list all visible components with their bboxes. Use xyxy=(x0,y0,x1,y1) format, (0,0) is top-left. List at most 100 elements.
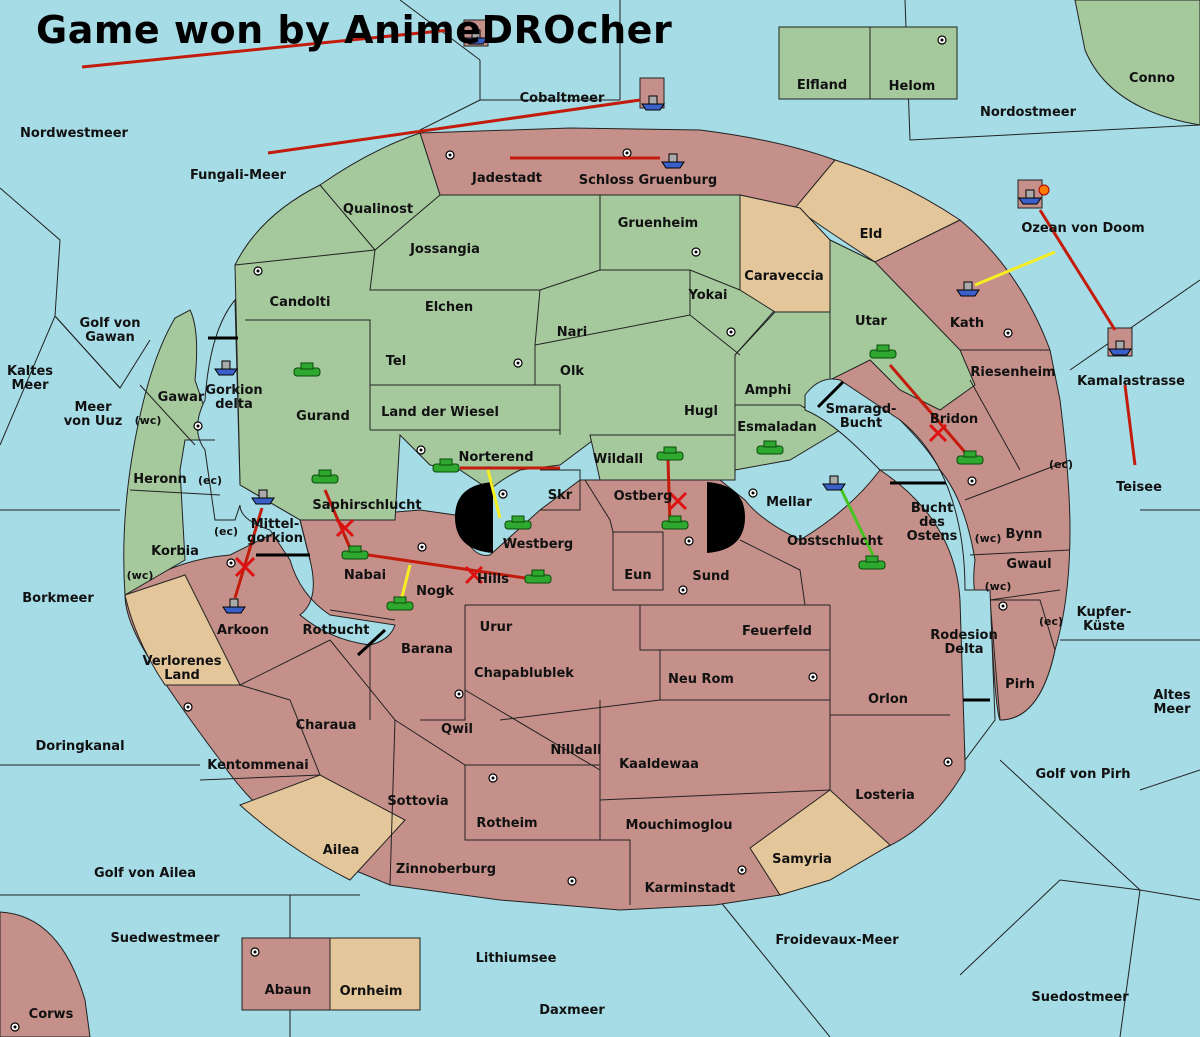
label-hills: Hills xyxy=(477,572,509,587)
region-corws[interactable] xyxy=(0,911,91,1037)
label-orlon: Orlon xyxy=(868,692,908,707)
region-elfland[interactable] xyxy=(778,26,871,100)
explosion-icon xyxy=(1038,184,1050,196)
label-losteria: Losteria xyxy=(855,788,915,803)
label-smaragd: Smaragd-Bucht xyxy=(826,402,897,431)
label-nordostmeer: Nordostmeer xyxy=(980,105,1077,120)
label-froidevaux: Froidevaux-Meer xyxy=(775,933,899,948)
region-gawar-korbia[interactable] xyxy=(123,309,216,596)
order-arrows xyxy=(81,28,1137,702)
label-feuerfeld: Feuerfeld xyxy=(742,624,812,639)
label-qwil: Qwil xyxy=(441,722,473,737)
label-abaun: Abaun xyxy=(265,983,312,998)
army-icon xyxy=(311,469,339,484)
label-olk: Olk xyxy=(560,364,585,379)
label-nari: Nari xyxy=(557,325,588,340)
label-zinnoberburg: Zinnoberburg xyxy=(396,862,496,877)
fleet-icon xyxy=(214,360,238,376)
region-ornheim[interactable] xyxy=(329,937,421,1011)
army-icon xyxy=(432,458,460,473)
label-kamalastrasse: Kamalastrasse xyxy=(1077,374,1185,389)
coast-ec: (ec) xyxy=(1039,615,1063,628)
label-rotbucht: Rotbucht xyxy=(303,623,370,638)
label-skr: Skr xyxy=(548,488,573,503)
land-borders xyxy=(129,184,1071,905)
label-urur: Urur xyxy=(480,620,513,635)
label-gwaul: Gwaul xyxy=(1006,557,1051,572)
label-karminstadt: Karminstadt xyxy=(645,881,736,896)
label-samyria: Samyria xyxy=(772,852,832,867)
army-icon xyxy=(858,555,886,570)
fleet-icon xyxy=(822,475,846,491)
sea-smaragd-bucht xyxy=(804,378,941,471)
land-labels: Elfland Helom Conno Jadestadt Schloss Gr… xyxy=(29,71,1175,1022)
region-pirh[interactable] xyxy=(989,599,1056,721)
sea-bucht-des-ostens xyxy=(878,469,996,762)
label-mittelgorkion: Mittel-gorkion xyxy=(247,517,303,546)
label-nogk: Nogk xyxy=(416,584,454,599)
label-rotheim: Rotheim xyxy=(476,816,537,831)
army-icon xyxy=(386,596,414,611)
region-ailea[interactable] xyxy=(239,774,406,881)
label-bridon: Bridon xyxy=(930,412,978,427)
label-elfland: Elfland xyxy=(797,78,847,93)
label-ornheim: Ornheim xyxy=(340,984,403,999)
label-chapablublek: Chapablublek xyxy=(474,666,574,681)
fleet-icon xyxy=(956,281,980,297)
army-icon xyxy=(869,344,897,359)
label-daxmeer: Daxmeer xyxy=(539,1003,605,1018)
right-oval-marker xyxy=(707,482,745,553)
label-kath: Kath xyxy=(950,316,984,331)
label-westberg: Westberg xyxy=(503,537,573,552)
label-corws: Corws xyxy=(29,1007,74,1022)
fleet-icon xyxy=(641,95,665,111)
failed-move-markers xyxy=(234,423,948,585)
army-icon xyxy=(524,569,552,584)
region-samyria[interactable] xyxy=(749,789,891,896)
coast-wc: (wc) xyxy=(127,569,154,582)
sea-labels: Nordwestmeer Fungali-Meer Cobaltmeer Nor… xyxy=(7,91,1191,1018)
fleet-icon xyxy=(661,153,685,169)
army-icon xyxy=(341,545,369,560)
label-amphi: Amphi xyxy=(745,383,792,398)
label-elchen: Elchen xyxy=(425,300,473,315)
coast-ec: (ec) xyxy=(1049,458,1073,471)
coast-labels: (wc) (ec) (ec) (wc) (ec) (wc) (wc) (ec) xyxy=(127,414,1073,628)
army-icon xyxy=(956,450,984,465)
units xyxy=(214,29,1132,614)
label-heronn: Heronn xyxy=(133,472,187,487)
label-qualinost: Qualinost xyxy=(343,202,413,217)
coast-wc: (wc) xyxy=(135,414,162,427)
region-verlorenes-land[interactable] xyxy=(124,574,241,686)
army-icon xyxy=(656,446,684,461)
label-riesenheim: Riesenheim xyxy=(970,365,1055,380)
label-borkmeer: Borkmeer xyxy=(22,591,94,606)
label-pirh: Pirh xyxy=(1005,677,1035,692)
army-icon xyxy=(504,515,532,530)
label-ozean: Ozean von Doom xyxy=(1021,221,1144,236)
label-kupfer: Kupfer-Küste xyxy=(1077,605,1132,634)
label-gurand: Gurand xyxy=(296,409,350,424)
label-jossangia: Jossangia xyxy=(409,242,480,257)
label-schloss: Schloss Gruenburg xyxy=(579,173,717,188)
label-kaaldewaa: Kaaldewaa xyxy=(619,757,699,772)
label-wiesel: Land der Wiesel xyxy=(381,405,499,420)
label-gawar: Gawar xyxy=(158,390,205,405)
fleet-icon xyxy=(1108,340,1132,356)
left-oval-marker xyxy=(455,482,493,553)
label-esmaladan: Esmaladan xyxy=(737,420,817,435)
label-nabai: Nabai xyxy=(344,568,386,583)
label-hugl: Hugl xyxy=(684,404,718,419)
game-result-banner: Game won by AnimeDROcher xyxy=(36,8,673,52)
region-utar[interactable] xyxy=(829,239,976,411)
label-mellar: Mellar xyxy=(766,495,812,510)
label-sund: Sund xyxy=(692,569,729,584)
